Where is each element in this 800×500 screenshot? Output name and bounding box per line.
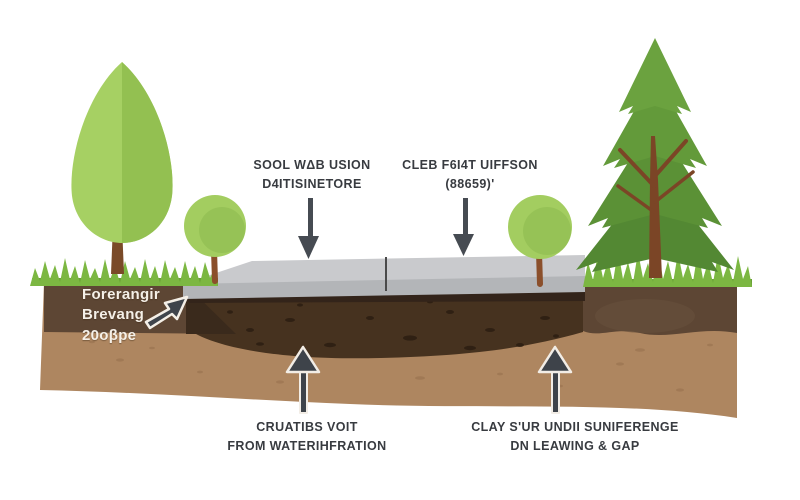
grass bbox=[30, 249, 752, 287]
tree-canopy-shade bbox=[199, 207, 245, 253]
pine-tree bbox=[576, 38, 734, 278]
round-tree-right bbox=[508, 195, 572, 287]
label-bottom-left-line2: FROM WATERIHFRATION bbox=[227, 438, 387, 453]
label-top-right: CLEB F6I4T UIFFSON (88659)' bbox=[385, 156, 555, 194]
soil-dark-mound bbox=[595, 299, 695, 333]
pine-branch bbox=[653, 170, 695, 204]
label-top-left-line2: D4ITISINETORE bbox=[262, 176, 362, 191]
down-arrow-icon bbox=[298, 198, 319, 259]
down-arrow-icon bbox=[453, 198, 474, 256]
up-arrow-icon bbox=[285, 345, 321, 414]
up-right-arrow-icon bbox=[144, 295, 189, 330]
label-soil-left-line3: 20oβpe bbox=[82, 326, 137, 344]
label-bottom-right-line1: CLAY S'UR UNDII SUNIFERENGE bbox=[471, 420, 679, 434]
grass-strip-left bbox=[30, 258, 218, 286]
label-soil-left: Forerangir Brevang 20oβpe bbox=[82, 285, 160, 346]
label-soil-left-line2: Brevang bbox=[82, 306, 145, 324]
deciduous-tree-large bbox=[71, 62, 173, 274]
label-bottom-right: CLAY S'UR UNDII SUNIFERENGE DN LEAWING &… bbox=[450, 418, 700, 456]
under-slab-void bbox=[188, 290, 583, 359]
round-tree-left bbox=[184, 195, 246, 284]
grass-strip-right bbox=[583, 249, 752, 287]
up-arrow-icon bbox=[537, 345, 573, 414]
tree-canopy-shade bbox=[122, 62, 173, 243]
label-bottom-left: CRUATIBS VOIT FROM WATERIHFRATION bbox=[192, 418, 422, 456]
label-soil-left-line1: Forerangir bbox=[82, 286, 161, 303]
label-bottom-right-line2: DN LEAWING & GAP bbox=[510, 438, 640, 453]
label-bottom-left-line1: CRUATIBS VOIT bbox=[256, 420, 358, 434]
label-top-right-line2: (88659)' bbox=[445, 176, 495, 191]
slab-top-face bbox=[183, 255, 585, 284]
pine-branch bbox=[618, 148, 656, 188]
concrete-slab bbox=[183, 255, 585, 303]
label-top-right-line1: CLEB F6I4T UIFFSON bbox=[402, 158, 538, 172]
label-top-left: SOOL WΔB USION D4ITISINETORE bbox=[200, 156, 424, 194]
pine-layer-top bbox=[619, 38, 691, 114]
pine-branch bbox=[616, 184, 656, 214]
annotation-arrows bbox=[144, 198, 573, 414]
pine-trunk bbox=[649, 136, 662, 278]
soil-cross-section bbox=[40, 282, 737, 418]
pine-branch bbox=[653, 139, 688, 178]
label-top-left-line1: SOOL WΔB USION bbox=[253, 158, 371, 172]
tree-canopy-shade bbox=[523, 207, 571, 255]
